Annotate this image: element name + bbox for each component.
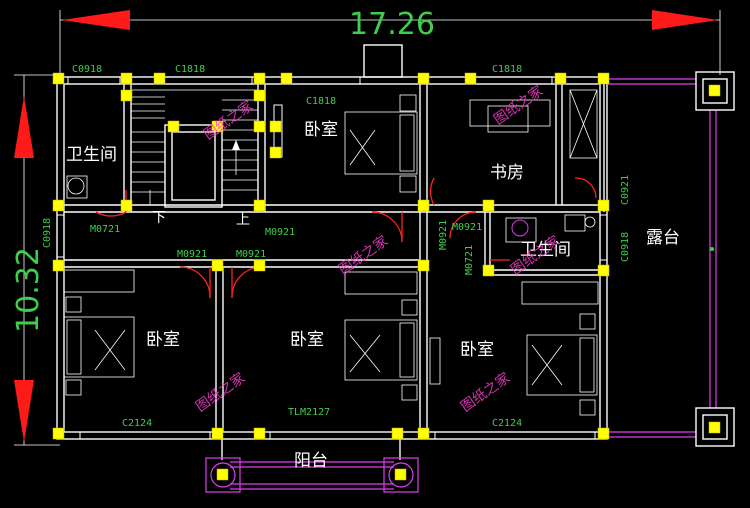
room-label-bedroom-right: 卧室 (460, 340, 494, 360)
columns (52, 72, 721, 481)
code-d-bath-left: M0721 (90, 224, 120, 235)
code-d-study: M0921 (438, 220, 449, 250)
room-label-bedroom-left: 卧室 (146, 330, 180, 350)
code-w-top-study: C1818 (492, 64, 522, 75)
furniture (63, 89, 599, 416)
room-label-balcony: 阳台 (294, 451, 328, 471)
room-label-bathroom-left: 卫生间 (66, 145, 117, 165)
height-dimension-label: 10.32 (11, 247, 46, 333)
dimension-arrow-left-icon (62, 10, 130, 30)
height-dimension: 10.32 (11, 74, 60, 446)
room-label-bathroom-right: 卫生间 (520, 240, 571, 260)
code-d-balcony: TLM2127 (288, 407, 330, 418)
width-dimension-label: 17.26 (349, 7, 435, 42)
dimension-arrow-down-icon (14, 380, 34, 442)
code-w-top-left: C0918 (72, 64, 102, 75)
code-w-study-right: C0921 (620, 175, 631, 205)
terrace-railing (607, 71, 735, 447)
code-d-bed-top: M0921 (265, 227, 295, 238)
room-labels: 卫生间 卧室 书房 露台 卫生间 卧室 卧室 卧室 阳台 (66, 120, 680, 471)
stair-up-label: 上 (236, 212, 250, 228)
code-w-bottom-left: C2124 (122, 418, 152, 429)
stair-down-label: 下 (152, 210, 166, 226)
walls (56, 44, 608, 440)
room-label-terrace: 露台 (646, 228, 680, 248)
watermark: 图纸之家 (336, 232, 392, 278)
watermark: 图纸之家 (491, 82, 547, 128)
code-w-left-side: C0918 (42, 218, 53, 248)
doors (95, 177, 597, 299)
opening-codes: C0918 C1818 C1818 C1818 C0918 M0721 M092… (42, 64, 631, 429)
code-d-bath-right-b: M0721 (464, 245, 475, 275)
stair-arrow-icon (232, 140, 240, 150)
room-label-bedroom-center: 卧室 (290, 330, 324, 350)
width-dimension: 17.26 (59, 7, 721, 75)
balcony-railing (205, 439, 419, 493)
dimension-arrow-right-icon (652, 10, 718, 30)
code-d-bath-right-a: M0921 (452, 222, 482, 233)
code-w-top-bed: C1818 (306, 96, 336, 107)
watermark: 图纸之家 (193, 369, 249, 415)
room-label-bedroom-top: 卧室 (304, 120, 338, 140)
code-d-bed-left: M0921 (177, 249, 207, 260)
dimension-arrow-up-icon (14, 96, 34, 158)
staircase: 下 上 (131, 89, 258, 228)
code-w-top-stair: C1818 (175, 64, 205, 75)
watermark: 图纸之家 (458, 369, 514, 415)
code-w-right-bath: C0918 (620, 232, 631, 262)
code-w-bottom-right: C2124 (492, 418, 522, 429)
code-d-bed-center: M0921 (236, 249, 266, 260)
room-label-study: 书房 (490, 163, 524, 183)
